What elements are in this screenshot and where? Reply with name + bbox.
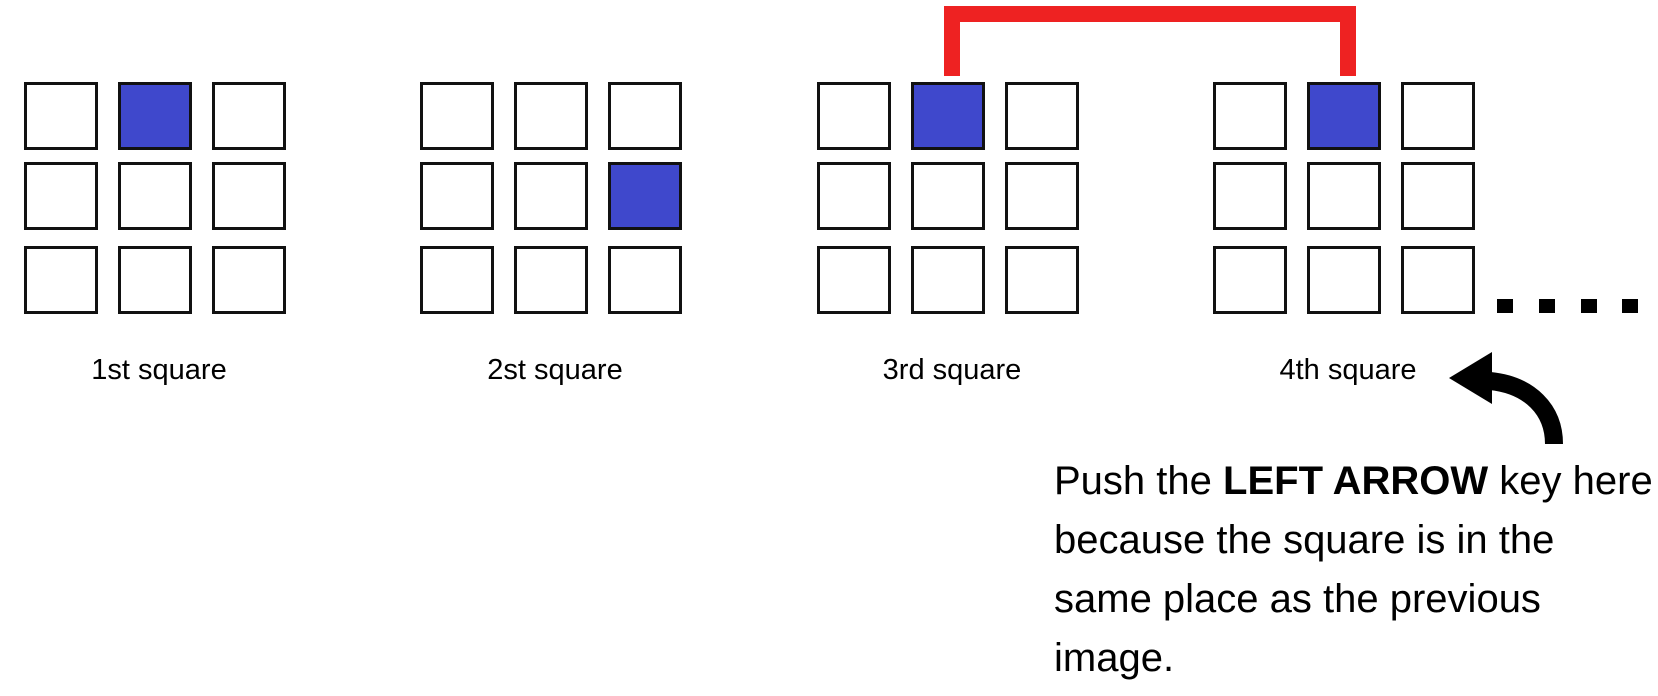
- grid-cell: [24, 162, 98, 230]
- grid-cell: [1005, 162, 1079, 230]
- grid-cell: [608, 246, 682, 314]
- ellipsis-dots: [1497, 299, 1638, 313]
- grid-cell: [911, 162, 985, 230]
- grid-cell: [1401, 82, 1475, 150]
- grid-cell: [24, 246, 98, 314]
- grid-cell: [420, 82, 494, 150]
- square-caption-1: 1st square: [91, 354, 227, 386]
- grid-cell: [1401, 246, 1475, 314]
- instruction-text-after: key here because the square is in the sa…: [1054, 459, 1653, 680]
- grid-cell: [1005, 82, 1079, 150]
- instruction-text-before: Push the: [1054, 459, 1224, 503]
- grid-cell: [911, 246, 985, 314]
- curved-left-arrow-icon: [1449, 352, 1563, 445]
- grid-cell: [514, 82, 588, 150]
- ellipsis-dot: [1581, 299, 1597, 313]
- grid-cell: [212, 162, 286, 230]
- arrow-head: [1449, 352, 1492, 404]
- highlighted-grid-cell: [118, 82, 192, 150]
- square-grid-2: [420, 82, 690, 322]
- grid-cell: [1213, 162, 1287, 230]
- red-bracket-connector: [944, 6, 1356, 76]
- grid-cell: [1213, 246, 1287, 314]
- ellipsis-dot: [1622, 299, 1638, 313]
- grid-cell: [212, 82, 286, 150]
- square-grid-4: [1213, 82, 1483, 322]
- highlighted-grid-cell: [1307, 82, 1381, 150]
- grid-cell: [817, 82, 891, 150]
- grid-cell: [1005, 246, 1079, 314]
- grid-cell: [817, 246, 891, 314]
- grid-cell: [514, 162, 588, 230]
- square-caption-3: 3rd square: [882, 354, 1022, 386]
- grid-cell: [1307, 246, 1381, 314]
- grid-cell: [1307, 162, 1381, 230]
- grid-cell: [420, 162, 494, 230]
- grid-cell: [817, 162, 891, 230]
- instruction-text: Push the LEFT ARROW key here because the…: [1054, 452, 1654, 688]
- grid-cell: [118, 162, 192, 230]
- grid-cell: [212, 246, 286, 314]
- grid-cell: [24, 82, 98, 150]
- highlighted-grid-cell: [911, 82, 985, 150]
- grid-cell: [118, 246, 192, 314]
- square-caption-2: 2st square: [487, 354, 623, 386]
- ellipsis-dot: [1539, 299, 1555, 313]
- square-grid-3: [817, 82, 1087, 322]
- highlighted-grid-cell: [608, 162, 682, 230]
- grid-cell: [608, 82, 682, 150]
- square-caption-4: 4th square: [1279, 354, 1417, 386]
- grid-cell: [514, 246, 588, 314]
- grid-cell: [1213, 82, 1287, 150]
- ellipsis-dot: [1497, 299, 1513, 313]
- grid-cell: [1401, 162, 1475, 230]
- arrow-shaft: [1488, 372, 1563, 445]
- square-grid-1: [24, 82, 294, 322]
- instruction-key-name: LEFT ARROW: [1223, 459, 1489, 503]
- grid-cell: [420, 246, 494, 314]
